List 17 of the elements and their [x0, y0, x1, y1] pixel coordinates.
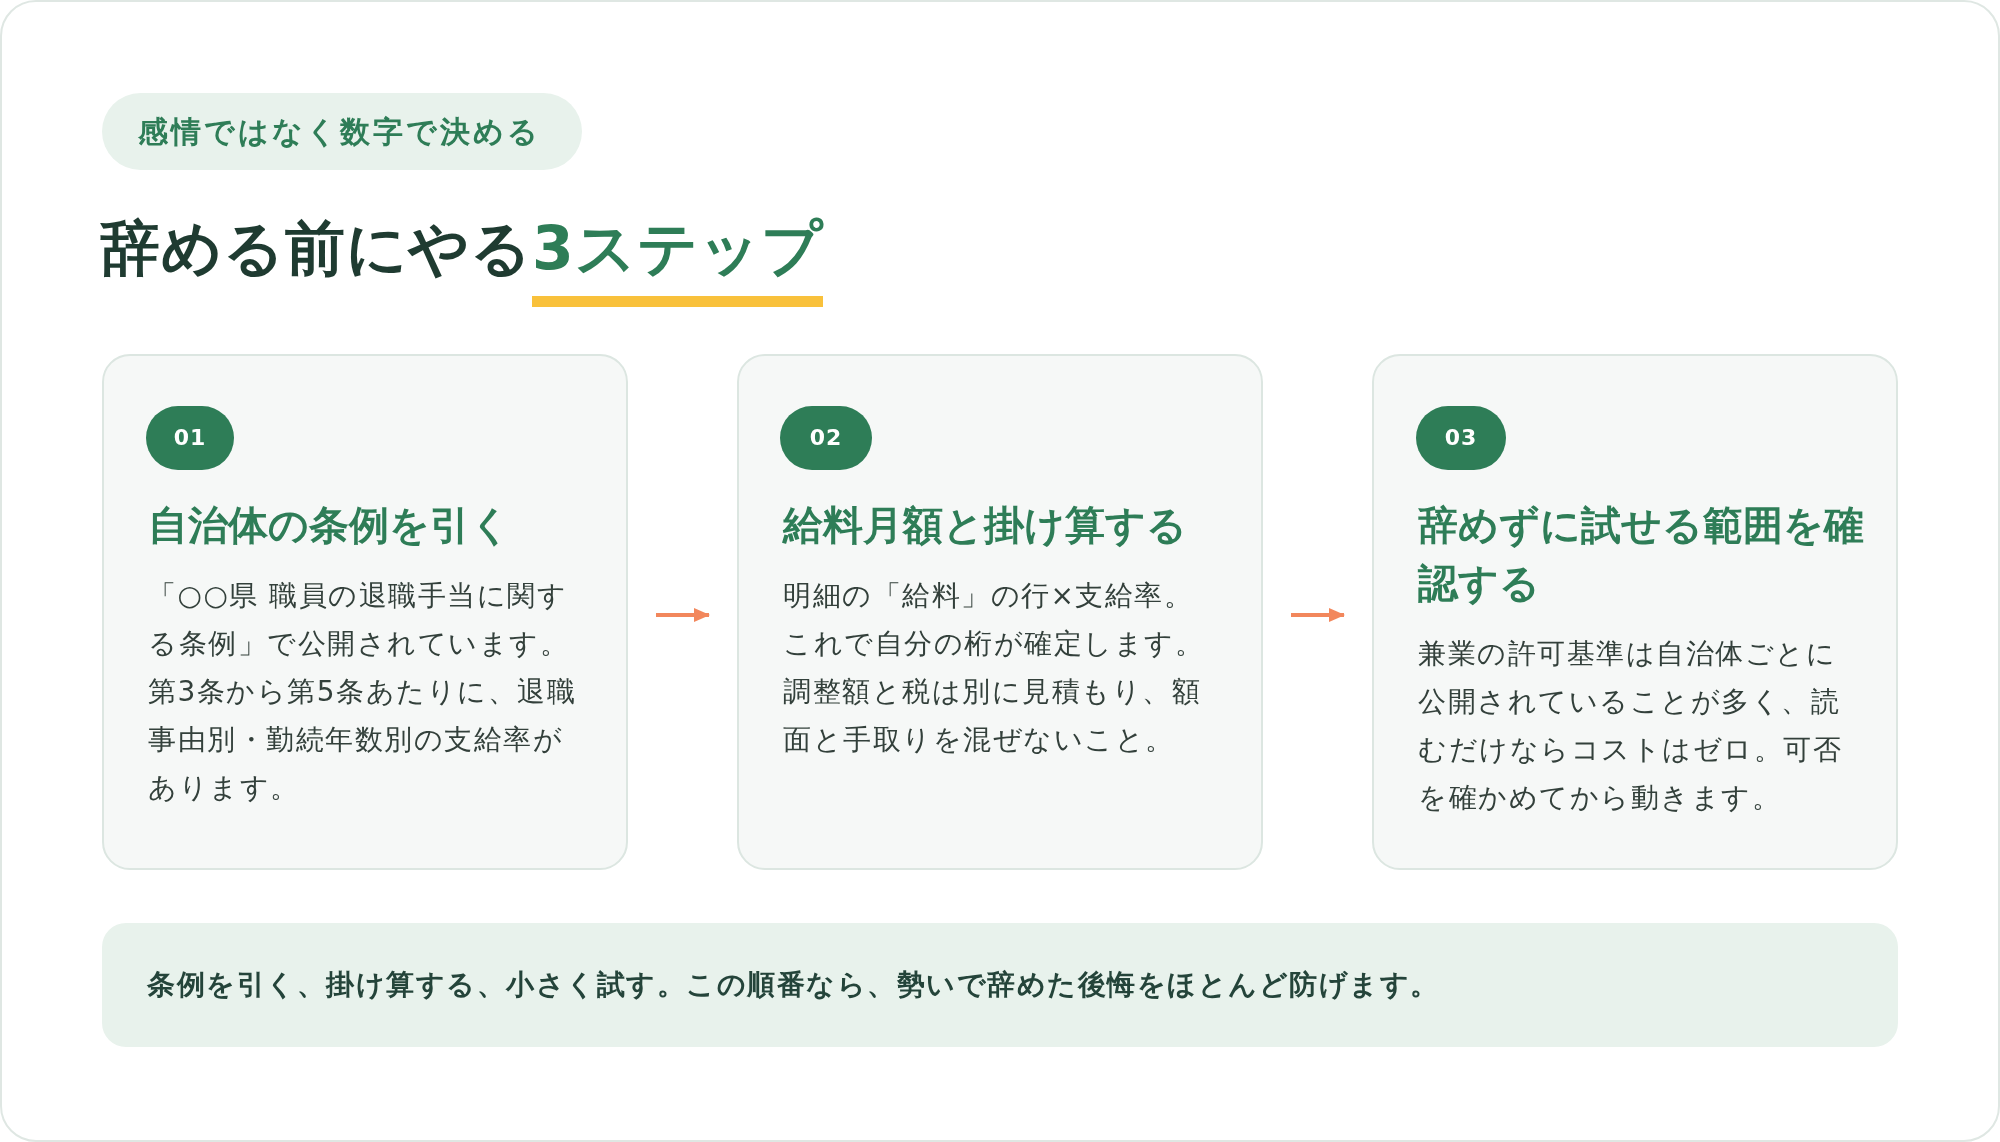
card-text: 「○○県 職員の退職手当に関する条例」で公開されています。第3条から第5条あたりに、退職事由別・勤続年数別の支給率があります。	[148, 578, 578, 806]
title: 辞める前にやる3ステップ	[100, 212, 823, 307]
card-heading: 自治体の条例を引く	[148, 501, 512, 550]
arrow	[1291, 608, 1345, 622]
number-badge: 03	[1416, 406, 1506, 470]
card-heading: 辞めずに試せる範囲を確認する	[1418, 501, 1865, 608]
summary-banner: 条例を引く、掛け算する、小さく試す。この順番なら、勢いで辞めた後悔をほとんど防げます。	[102, 923, 1898, 1047]
card-text: 明細の「給料」の行×支給率。これで自分の桁が確定します。調整額と税は別に見積もり、額面と手取りを混ぜないこと。	[783, 578, 1205, 758]
arrow	[656, 608, 710, 622]
number-badge: 02	[780, 406, 872, 470]
number-badge: 01	[146, 406, 234, 470]
step-card	[1372, 354, 1898, 870]
card-text: 兼業の許可基準は自治体ごとに公開されていることが多く、読むだけならコストはゼロ。可否を確かめてから動きます。	[1418, 636, 1843, 816]
card-heading: 給料月額と掛け算する	[783, 501, 1188, 550]
step-card	[102, 354, 628, 870]
tag-pill: 感情ではなく数字で決める	[102, 93, 582, 170]
step-card	[737, 354, 1263, 870]
